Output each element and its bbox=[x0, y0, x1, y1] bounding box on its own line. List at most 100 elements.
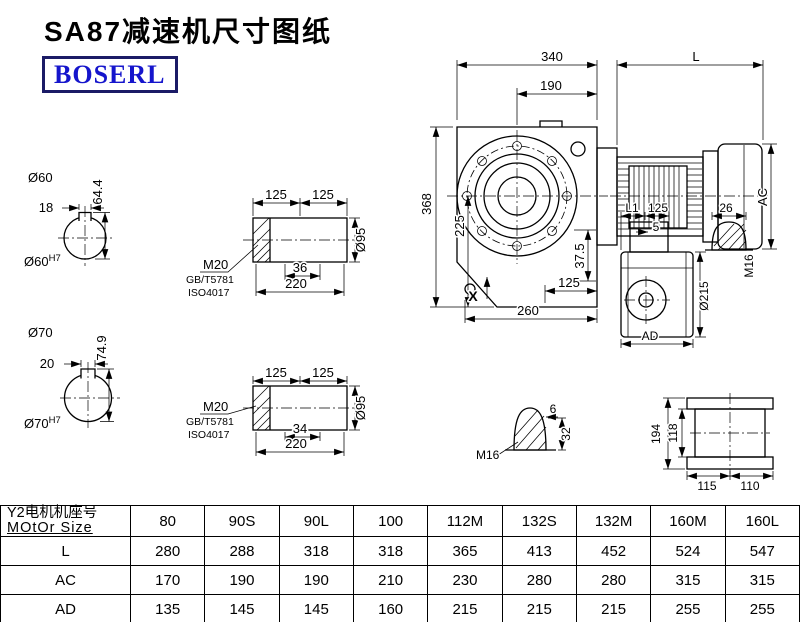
dim-motor-length: L bbox=[616, 48, 764, 145]
column-header: 112M bbox=[427, 505, 503, 537]
shaft-section-70: 20 74.9 Ø70 Ø70H7 bbox=[23, 324, 120, 433]
dim-L1-text: L1 bbox=[625, 201, 639, 215]
dim-115-text: 115 bbox=[697, 479, 716, 493]
dim-dia95-top-text: Ø95 bbox=[353, 228, 368, 253]
table-cell: 315 bbox=[724, 565, 800, 595]
table-row: AD 135 145 145 160 215 215 215 255 255 bbox=[0, 594, 800, 622]
table-cell: 190 bbox=[204, 565, 280, 595]
table-cell: 215 bbox=[575, 594, 652, 622]
thread-m20-text: M20 bbox=[203, 399, 228, 414]
column-header: 160L bbox=[724, 505, 800, 537]
label-x-text: X bbox=[468, 288, 478, 304]
main-view: 340 L 190 368 bbox=[418, 48, 777, 323]
dim-125-text: 125 bbox=[648, 201, 668, 215]
cone-hatch-side bbox=[713, 223, 747, 251]
dim-220-text: 220 bbox=[285, 436, 307, 451]
thread-hatch-bottom bbox=[252, 385, 271, 431]
rear-view: 194 118 115 110 bbox=[648, 393, 774, 495]
table-cell: 255 bbox=[724, 594, 800, 622]
cone-hatch-bottom bbox=[514, 409, 547, 451]
brand-logo: BOSERL bbox=[42, 56, 178, 93]
motor bbox=[596, 143, 768, 250]
dim-368: 368 bbox=[418, 126, 494, 308]
shaft60-side-view: 125 125 36 220 M20 GB/T5781 ISO4017 Ø95 bbox=[185, 186, 370, 301]
dim-125-left-text: 125 bbox=[265, 187, 287, 202]
table-cell: 170 bbox=[129, 565, 206, 595]
table-cell: 210 bbox=[352, 565, 429, 595]
dim-225: 225 bbox=[451, 196, 472, 307]
label-dia70-text: Ø70 bbox=[28, 325, 53, 340]
table-cell: 315 bbox=[650, 565, 726, 595]
dim-110-text: 110 bbox=[740, 479, 759, 493]
thread-m20-text: M20 bbox=[203, 257, 228, 272]
table-header-row: Y2电机机座号 MOtOr Size 80 90S 90L 100 112M 1… bbox=[0, 505, 800, 537]
page-title: SA87减速机尺寸图纸 bbox=[44, 16, 333, 47]
dim-340: 340 bbox=[456, 48, 598, 120]
table-cell: 230 bbox=[427, 565, 503, 595]
dim-340-text: 340 bbox=[541, 49, 563, 64]
dim-AC-text: AC bbox=[755, 188, 770, 206]
column-header: 132S bbox=[501, 505, 577, 537]
column-header: 100 bbox=[352, 505, 429, 537]
column-header: 160M bbox=[650, 505, 726, 537]
table-cell: 160 bbox=[352, 594, 429, 622]
label-bore70-text: Ø70H7 bbox=[24, 415, 61, 431]
dim-36-text: 36 bbox=[293, 260, 307, 275]
std-gb-text: GB/T5781 bbox=[186, 274, 234, 286]
dim-AD-text: AD bbox=[642, 329, 659, 343]
gearbox-side-view: L1 125 5 Ø215 AD 26 M16 bbox=[620, 200, 758, 348]
dim-AC: AC bbox=[754, 143, 777, 250]
header-cn: Y2电机机座号 bbox=[7, 505, 98, 521]
dim-125-bottom: 125 bbox=[544, 274, 597, 303]
shaft-end-detail: 6 32 M16 bbox=[475, 401, 575, 464]
dim-74-9-text: 74.9 bbox=[94, 335, 109, 360]
table-cell: 280 bbox=[129, 536, 206, 566]
shaft70-side-view: 125 125 34 220 M20 GB/T5781 ISO4017 Ø95 bbox=[185, 364, 370, 456]
table-cell: 190 bbox=[278, 565, 354, 595]
dim-194-text: 194 bbox=[649, 424, 663, 444]
table-cell: 145 bbox=[204, 594, 280, 622]
table-cell: 365 bbox=[427, 536, 503, 566]
table-cell: 215 bbox=[427, 594, 503, 622]
dim-125-right-text: 125 bbox=[312, 365, 334, 380]
dim-dia95-bottom-text: Ø95 bbox=[353, 396, 368, 421]
table-cell: 145 bbox=[278, 594, 354, 622]
dim-keyway-20-text: 20 bbox=[40, 356, 54, 371]
header-en: MOtOr Size bbox=[7, 520, 93, 536]
std-iso-text: ISO4017 bbox=[188, 287, 230, 299]
table-header-motor-size: Y2电机机座号 MOtOr Size bbox=[0, 505, 131, 537]
row-label: AD bbox=[0, 594, 131, 622]
dim-L-text: L bbox=[692, 49, 699, 64]
column-header: 90S bbox=[204, 505, 280, 537]
column-header: 90L bbox=[278, 505, 354, 537]
thread-m16-side-text: M16 bbox=[742, 254, 756, 278]
table-cell: 318 bbox=[278, 536, 354, 566]
motor-size-table: Y2电机机座号 MOtOr Size 80 90S 90L 100 112M 1… bbox=[0, 505, 800, 622]
thread-m16-detail-text: M16 bbox=[476, 448, 500, 462]
dim-dia215-text: Ø215 bbox=[697, 281, 711, 311]
dim-190-text: 190 bbox=[540, 78, 562, 93]
dim-220-text: 220 bbox=[285, 276, 307, 291]
dim-37-5-text: 37.5 bbox=[572, 243, 587, 268]
column-header: 80 bbox=[129, 505, 206, 537]
row-label: AC bbox=[0, 565, 131, 595]
label-dia60-text: Ø60 bbox=[28, 170, 53, 185]
row-label: L bbox=[0, 536, 131, 566]
table-cell: 452 bbox=[575, 536, 652, 566]
dim-190: 190 bbox=[516, 77, 597, 125]
table-cell: 288 bbox=[204, 536, 280, 566]
dim-64-4-text: 64.4 bbox=[90, 179, 105, 204]
table-row: L 280 288 318 318 365 413 452 524 547 bbox=[0, 536, 800, 566]
dim-6-text: 6 bbox=[550, 402, 557, 416]
dim-260: 260 bbox=[464, 300, 598, 323]
table-cell: 547 bbox=[724, 536, 800, 566]
label-bore60-text: Ø60H7 bbox=[24, 253, 61, 269]
shaft-section-60: 18 64.4 Ø60 Ø60H7 bbox=[23, 169, 114, 271]
table-cell: 413 bbox=[501, 536, 577, 566]
table-cell: 280 bbox=[575, 565, 652, 595]
dim-368-text: 368 bbox=[419, 193, 434, 215]
dim-125-left-text: 125 bbox=[265, 365, 287, 380]
table-cell: 318 bbox=[352, 536, 429, 566]
std-iso-text: ISO4017 bbox=[188, 429, 230, 441]
dim-125-text: 125 bbox=[558, 275, 580, 290]
